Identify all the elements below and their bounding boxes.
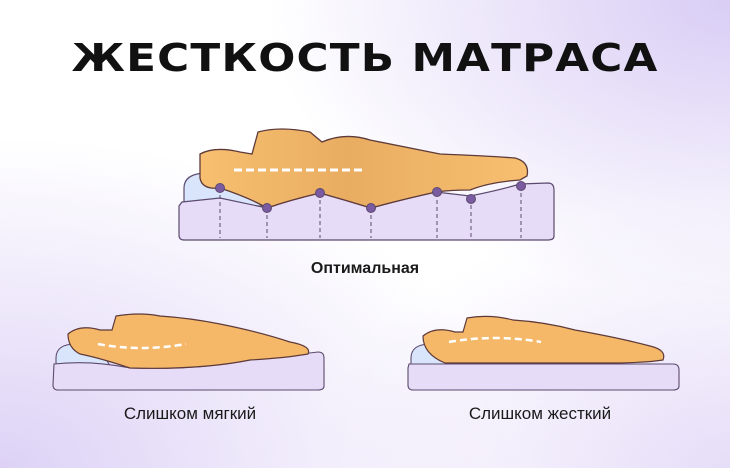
too-soft-mattress-illustration (52, 313, 325, 391)
pressure-point (262, 203, 272, 213)
label-too-soft: Слишком мягкий (123, 404, 257, 423)
pressure-point (315, 188, 325, 198)
too-firm-mattress-illustration (407, 315, 680, 391)
body-silhouette (422, 315, 665, 364)
pressure-point (215, 183, 225, 193)
page-title: ЖЕСТКОСТЬ МАТРАСА (71, 36, 659, 80)
pressure-point (466, 194, 476, 204)
optimal-mattress-illustration (178, 128, 555, 241)
label-optimal: Оптимальная (310, 260, 420, 277)
pressure-points (219, 186, 522, 238)
body-silhouette (67, 313, 310, 369)
spine-line (448, 336, 542, 344)
pressure-point (366, 203, 376, 213)
spine-line (97, 342, 187, 350)
mattress (407, 363, 680, 391)
pressure-point (432, 187, 442, 197)
body-silhouette (199, 128, 529, 209)
label-too-firm: Слишком жесткий (468, 404, 612, 423)
pressure-point (516, 181, 526, 191)
